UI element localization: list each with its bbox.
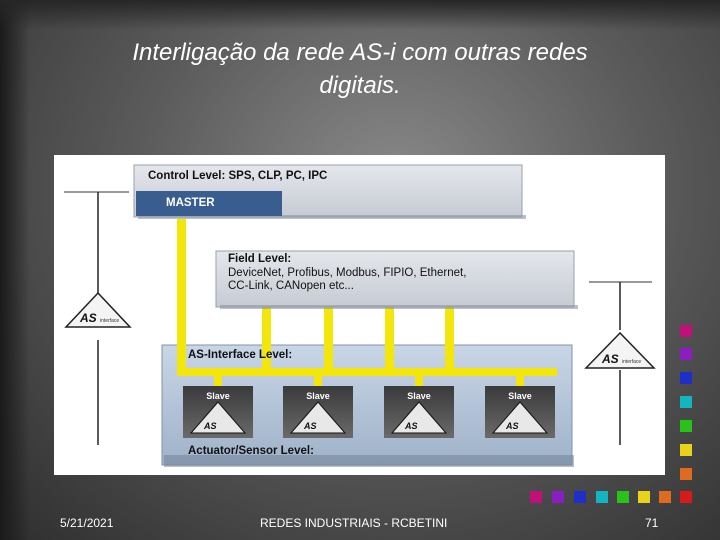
footer-title: REDES INDUSTRIAIS - RCBETINI <box>260 516 448 530</box>
slave-box-3: AS <box>384 386 454 438</box>
field-level-line-1: DeviceNet, Profibus, Modbus, FIPIO, Ethe… <box>228 267 467 279</box>
slave-drop-4 <box>516 372 524 386</box>
asi-logo-right: AS interface <box>584 331 656 369</box>
title-line-1: Interligação da rede AS-i com outras red… <box>132 39 588 66</box>
svg-text:AS: AS <box>203 421 217 431</box>
field-level-line-2: CC-Link, CANopen etc... <box>228 280 354 292</box>
actuator-sensor-level-label: Actuator/Sensor Level: <box>188 445 314 457</box>
svg-text:AS: AS <box>505 421 519 431</box>
decor-square <box>680 396 692 408</box>
decor-square <box>680 468 692 480</box>
slave-label-4: Slave <box>508 391 532 401</box>
slave-label-1: Slave <box>206 391 230 401</box>
control-level-label: Control Level: SPS, CLP, PC, IPC <box>148 170 328 182</box>
decor-square <box>617 491 629 503</box>
svg-text:interface: interface <box>622 359 641 365</box>
master-box <box>136 191 282 216</box>
footer-date: 5/21/2021 <box>60 516 114 530</box>
field-drop-4 <box>445 307 454 369</box>
field-level-box <box>215 250 575 308</box>
slave-label-2: Slave <box>306 391 330 401</box>
svg-text:AS: AS <box>404 421 418 431</box>
left-shadow <box>0 0 30 540</box>
decor-square <box>680 491 692 503</box>
svg-text:AS: AS <box>303 421 317 431</box>
svg-text:AS: AS <box>79 311 97 325</box>
svg-text:AS: AS <box>601 352 619 366</box>
field-level-title: Field Level: <box>228 253 292 265</box>
slide-title: Interligação da rede AS-i com outras red… <box>60 36 660 102</box>
slave-box-2: AS <box>283 386 353 438</box>
decor-square <box>680 420 692 432</box>
master-bus-vertical <box>177 219 186 369</box>
svg-text:interface: interface <box>100 318 119 324</box>
decor-square <box>552 491 564 503</box>
diagram-graphics: AS interface AS interface <box>64 164 656 467</box>
page-number: 71 <box>645 516 659 530</box>
decor-square <box>680 444 692 456</box>
slave-drop-3 <box>415 372 423 386</box>
asi-bus-horizontal <box>177 368 557 376</box>
asi-logo-left: AS interface <box>64 291 132 328</box>
decor-square <box>680 348 692 360</box>
field-drop-1 <box>262 307 271 369</box>
slave-drop-1 <box>214 372 222 386</box>
asi-level-label: AS-Interface Level: <box>188 349 293 361</box>
decor-square <box>638 491 650 503</box>
decor-square <box>596 491 608 503</box>
slave-drop-2 <box>314 372 322 386</box>
decor-square <box>530 491 542 503</box>
decor-square <box>680 372 692 384</box>
slave-box-4: AS <box>485 386 555 438</box>
decor-square <box>680 325 692 337</box>
top-shadow <box>0 0 720 30</box>
title-line-2: digitais. <box>319 72 401 99</box>
slave-box-1: AS <box>183 386 253 438</box>
master-label: MASTER <box>166 197 215 209</box>
decor-square <box>659 491 671 503</box>
decor-square <box>574 491 586 503</box>
field-drop-2 <box>324 307 333 369</box>
slave-label-3: Slave <box>407 391 431 401</box>
field-drop-3 <box>385 307 394 369</box>
asi-network-diagram: AS interface AS interface <box>54 155 665 475</box>
